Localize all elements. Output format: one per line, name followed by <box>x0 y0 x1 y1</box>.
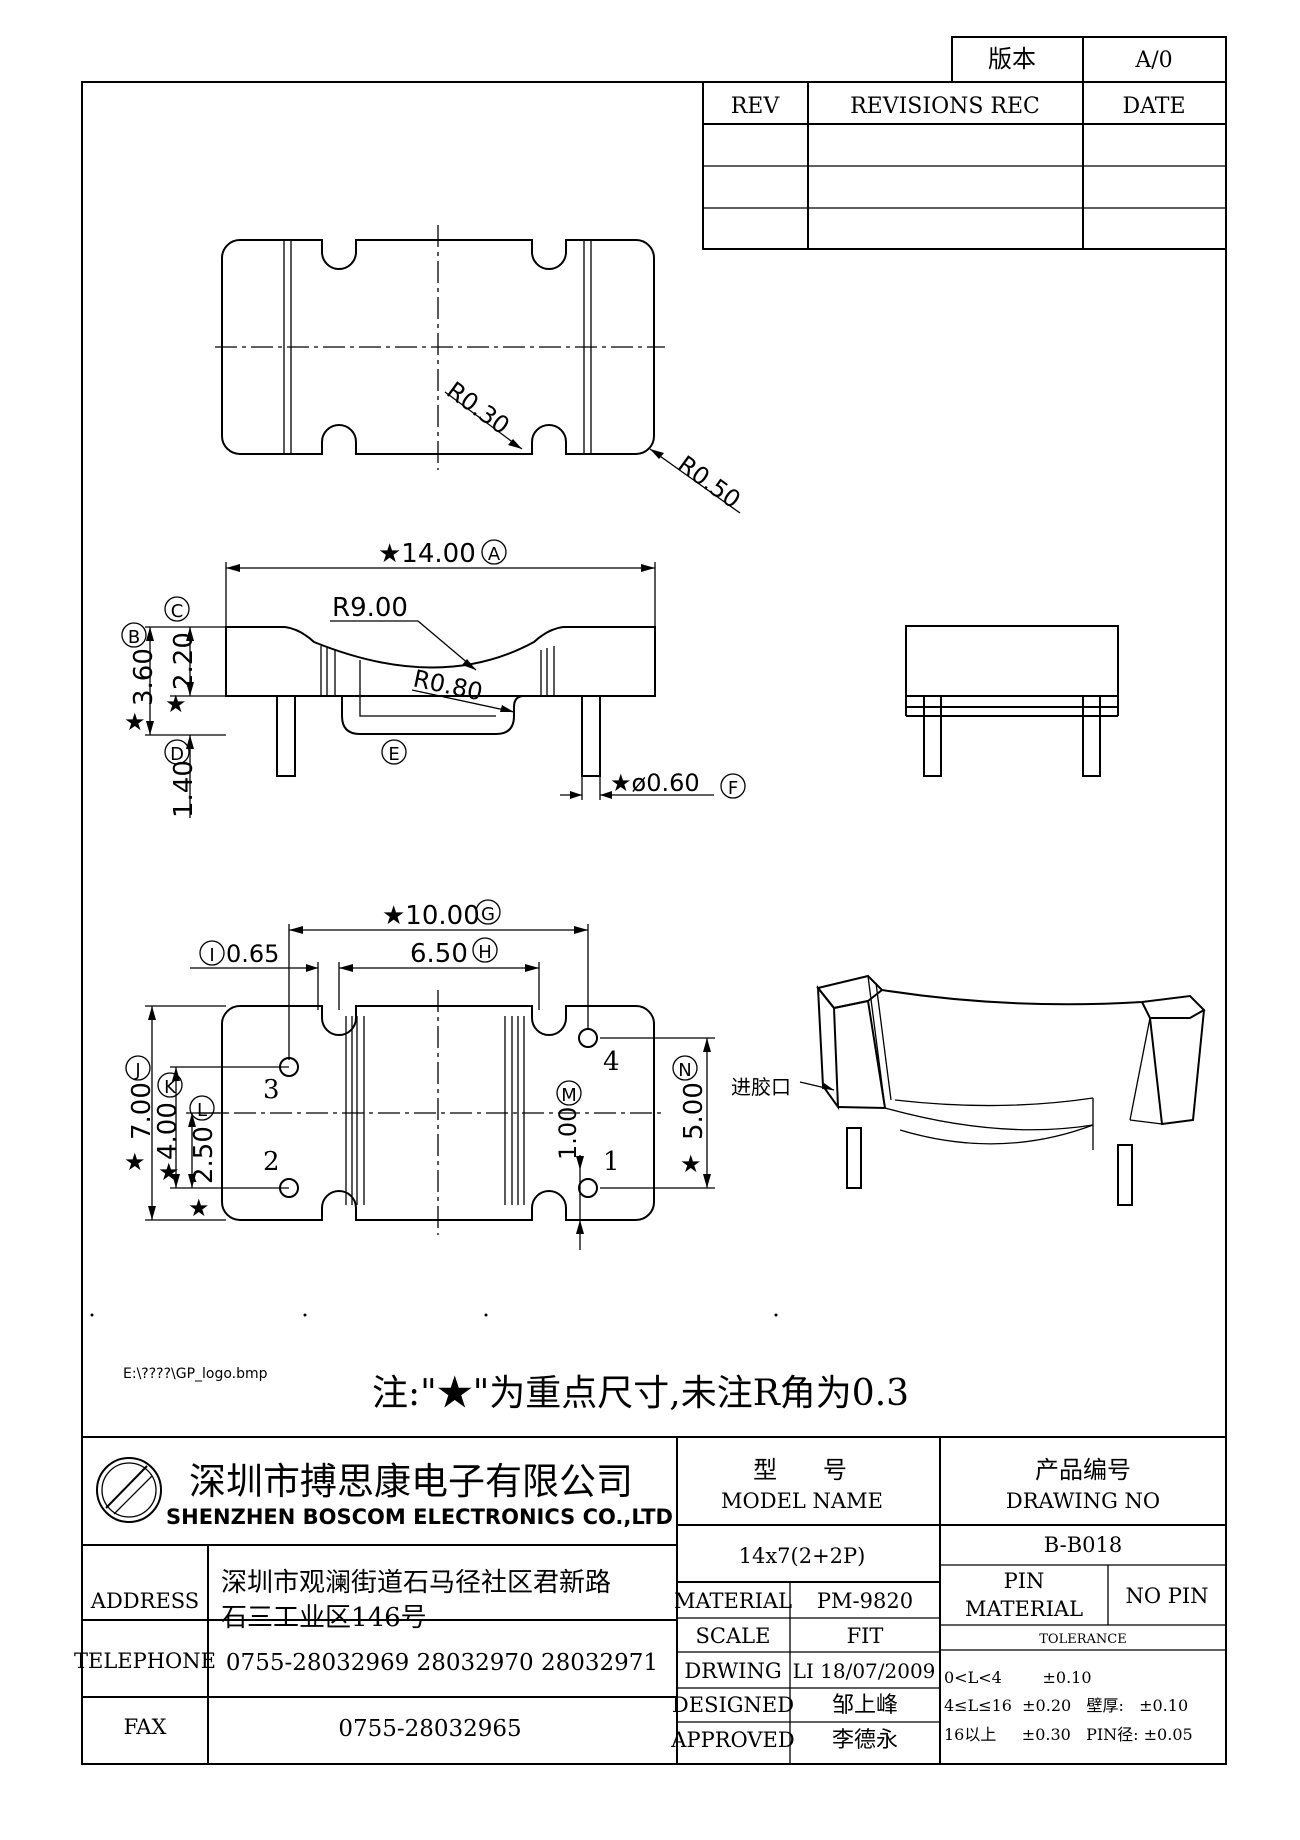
pin-label-2: 2 <box>263 1147 280 1177</box>
address-line-2: 石三工业区146号 <box>221 1603 427 1633</box>
designed-label: DESIGNED <box>672 1693 794 1717</box>
telephone-value: 0755-28032969 28032970 28032971 <box>226 1650 658 1676</box>
material-value: PM-9820 <box>817 1589 913 1613</box>
pin-label-4: 4 <box>603 1047 620 1077</box>
dim-h250: 2.50 <box>189 1126 219 1184</box>
dim-h220: 2.20 <box>169 632 199 690</box>
star-b: ★ <box>124 708 146 736</box>
tag-i: I <box>209 945 214 966</box>
tag-b: B <box>128 627 140 648</box>
tag-l: L <box>197 1100 207 1121</box>
tag-j: J <box>134 1060 140 1081</box>
tag-f: F <box>728 778 738 799</box>
material-label: MATERIAL <box>674 1589 792 1613</box>
pin-material-label-1: PIN <box>1004 1569 1045 1593</box>
dim-h500: 5.00 <box>679 1082 709 1140</box>
version-label: 版本 <box>988 45 1036 73</box>
star-l: ★ <box>188 1194 210 1222</box>
drawing-label-en: DRAWING NO <box>1006 1489 1160 1513</box>
tolerance-row-1: 0<L<4 ±0.10 <box>944 1668 1092 1687</box>
pin-label-1: 1 <box>603 1147 620 1177</box>
star-k: ★ <box>158 1158 180 1186</box>
drwing-value: LI 18/07/2009 <box>793 1659 936 1683</box>
company-logo <box>96 1457 162 1523</box>
isometric-view: 进胶口 <box>731 974 1206 1206</box>
designed-value: 邹上峰 <box>832 1693 898 1718</box>
top-view: R0.30 R0.50 <box>215 225 746 514</box>
approved-value: 李德永 <box>832 1728 898 1753</box>
drawing-value: B-B018 <box>1044 1533 1122 1557</box>
dim-w650: 6.50 <box>410 939 468 969</box>
telephone-label: TELEPHONE <box>74 1649 216 1673</box>
dim-h700: 7.00 <box>127 1082 157 1140</box>
tag-e: E <box>388 744 399 765</box>
pin-material-value: NO PIN <box>1125 1584 1208 1608</box>
tolerance-row-3: 16以上 ±0.30 PIN径: ±0.05 <box>944 1725 1193 1744</box>
side-view <box>905 625 1119 777</box>
drawing-note: 注:"★"为重点尺寸,未注R角为0.3 <box>372 1373 909 1414</box>
version-value: A/0 <box>1134 48 1172 73</box>
dim-h400: 4.00 <box>153 1102 183 1160</box>
dim-r080: R0.80 <box>411 664 485 706</box>
scale-value: FIT <box>847 1624 884 1648</box>
dim-r030: R0.30 <box>441 376 514 440</box>
front-view: ★14.00 A R9.00 R0.80 E <box>121 539 746 818</box>
title-block: 深圳市搏思康电子有限公司 SHENZHEN BOSCOM ELECTRONICS… <box>74 1436 1226 1764</box>
tag-n: N <box>678 1060 691 1081</box>
dim-w065: 0.65 <box>226 940 279 968</box>
dim-r900: R9.00 <box>332 593 408 623</box>
company-name-en: SHENZHEN BOSCOM ELECTRONICS CO.,LTD <box>166 1505 673 1529</box>
tag-d: D <box>170 744 184 765</box>
tag-c: C <box>171 601 184 622</box>
dim-h140: 1.40 <box>169 760 199 818</box>
pin-material-label-2: MATERIAL <box>965 1597 1083 1621</box>
bottom-view: 3 2 4 1 ★10.00 G 6.50 H 0.65 I <box>124 899 715 1250</box>
rev-header: REV <box>731 94 781 119</box>
dim-h360: 3.60 <box>129 648 159 706</box>
fax-label: FAX <box>124 1715 167 1739</box>
star-c: ★ <box>165 690 187 718</box>
drwing-label: DRWING <box>684 1659 781 1683</box>
tolerance-label: TOLERANCE <box>1039 1632 1126 1647</box>
fax-value: 0755-28032965 <box>338 1716 521 1742</box>
model-label-en: MODEL NAME <box>721 1489 883 1513</box>
pin-label-3: 3 <box>263 1075 280 1105</box>
date-header: DATE <box>1122 94 1185 119</box>
scale-label: SCALE <box>696 1624 771 1648</box>
approved-label: APPROVED <box>670 1728 794 1752</box>
star-n: ★ <box>680 1150 702 1178</box>
tag-m: M <box>561 1085 577 1106</box>
tag-k: K <box>164 1077 177 1098</box>
star-j: ★ <box>124 1148 146 1176</box>
dim-length-14: ★14.00 <box>378 539 476 569</box>
sheet-border <box>81 81 1227 1765</box>
drawing-label-cn: 产品编号 <box>1035 1456 1131 1484</box>
revisions-rec-header: REVISIONS REC <box>850 94 1040 119</box>
address-label: ADDRESS <box>90 1589 199 1613</box>
address-line-1: 深圳市观澜街道石马径社区君新路 <box>221 1568 611 1598</box>
tag-g: G <box>481 904 495 925</box>
logo-path: E:\????\GP_logo.bmp <box>123 1366 268 1382</box>
gate-label: 进胶口 <box>731 1075 791 1099</box>
dim-r050: R0.50 <box>672 450 745 514</box>
dim-h100: 1.00 <box>554 1107 582 1160</box>
dim-w1000: ★10.00 <box>382 901 480 931</box>
company-name-cn: 深圳市搏思康电子有限公司 <box>189 1460 633 1503</box>
model-label-cn: 型 号 <box>753 1456 847 1484</box>
revision-table: REV REVISIONS REC DATE <box>702 81 1227 250</box>
dim-pin-dia: ★ø0.60 <box>610 769 700 797</box>
tolerance-row-2: 4≤L≤16 ±0.20 壁厚: ±0.10 <box>944 1696 1188 1715</box>
tag-a: A <box>488 544 501 565</box>
tag-h: H <box>478 942 492 963</box>
version-box: 版本 A/0 <box>951 36 1227 83</box>
model-value: 14x7(2+2P) <box>739 1544 866 1568</box>
